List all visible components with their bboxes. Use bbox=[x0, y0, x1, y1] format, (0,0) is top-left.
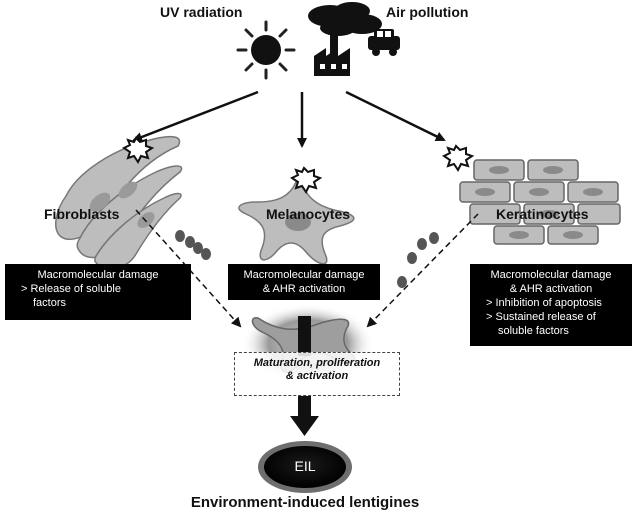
keratinocyte-nuclei bbox=[475, 166, 603, 239]
maturation-line2: & activation bbox=[285, 370, 349, 382]
factory-icon bbox=[314, 34, 350, 76]
damage-burst-icon bbox=[442, 144, 475, 172]
soluble-factors-right bbox=[397, 232, 439, 288]
melanocytes-box-line2: & AHR activation bbox=[262, 283, 346, 295]
fibroblasts-box-line1: Macromolecular damage bbox=[37, 269, 159, 281]
car-icon bbox=[368, 29, 400, 56]
melanocytes-effects-box: Macromolecular damage & AHR activation bbox=[228, 264, 380, 300]
eil-label: EIL bbox=[294, 458, 316, 474]
keratinocytes-box-line2: & AHR activation bbox=[509, 283, 593, 295]
soluble-factors-left bbox=[175, 230, 211, 260]
melanocytes-label: Melanocytes bbox=[266, 206, 351, 222]
air-pollution-label: Air pollution bbox=[386, 4, 469, 20]
damage-burst-icon bbox=[122, 136, 155, 164]
keratinocytes-effects-box: Macromolecular damage & AHR activation >… bbox=[470, 264, 632, 346]
fibroblasts-effects-box: Macromolecular damage > Release of solub… bbox=[5, 264, 191, 320]
melanocyte-cell bbox=[238, 178, 355, 265]
keratinocytes-cells bbox=[459, 159, 621, 245]
central-arrow bbox=[290, 316, 319, 436]
paracrine-arrows bbox=[135, 209, 479, 328]
damage-burst-icon bbox=[290, 166, 323, 194]
keratinocytes-box-line1: Macromolecular damage bbox=[490, 269, 612, 281]
maturation-box: Maturation, proliferation & activation bbox=[234, 352, 400, 396]
keratinocytes-box-line4: > Sustained release of bbox=[486, 311, 596, 323]
cloud-icon bbox=[308, 2, 382, 36]
keratinocytes-label: Keratinocytes bbox=[496, 206, 589, 222]
keratinocytes-box-line3: > Inhibition of apoptosis bbox=[486, 297, 602, 309]
eil-caption: Environment-induced lentigines bbox=[190, 494, 420, 511]
uv-radiation-label: UV radiation bbox=[160, 4, 243, 20]
fibroblasts-box-line2: > Release of soluble bbox=[21, 283, 121, 295]
eil-ellipse bbox=[258, 441, 352, 493]
fibroblasts-cells bbox=[54, 135, 183, 270]
keratinocytes-box-line5: soluble factors bbox=[498, 325, 569, 337]
fibroblasts-label: Fibroblasts bbox=[44, 206, 120, 222]
exposure-arrows bbox=[132, 90, 446, 148]
sun-icon bbox=[236, 20, 296, 80]
maturation-line1: Maturation, proliferation bbox=[253, 357, 381, 369]
fibroblasts-box-line3: factors bbox=[33, 297, 67, 309]
melanocytes-box-line1: Macromolecular damage bbox=[243, 269, 365, 281]
